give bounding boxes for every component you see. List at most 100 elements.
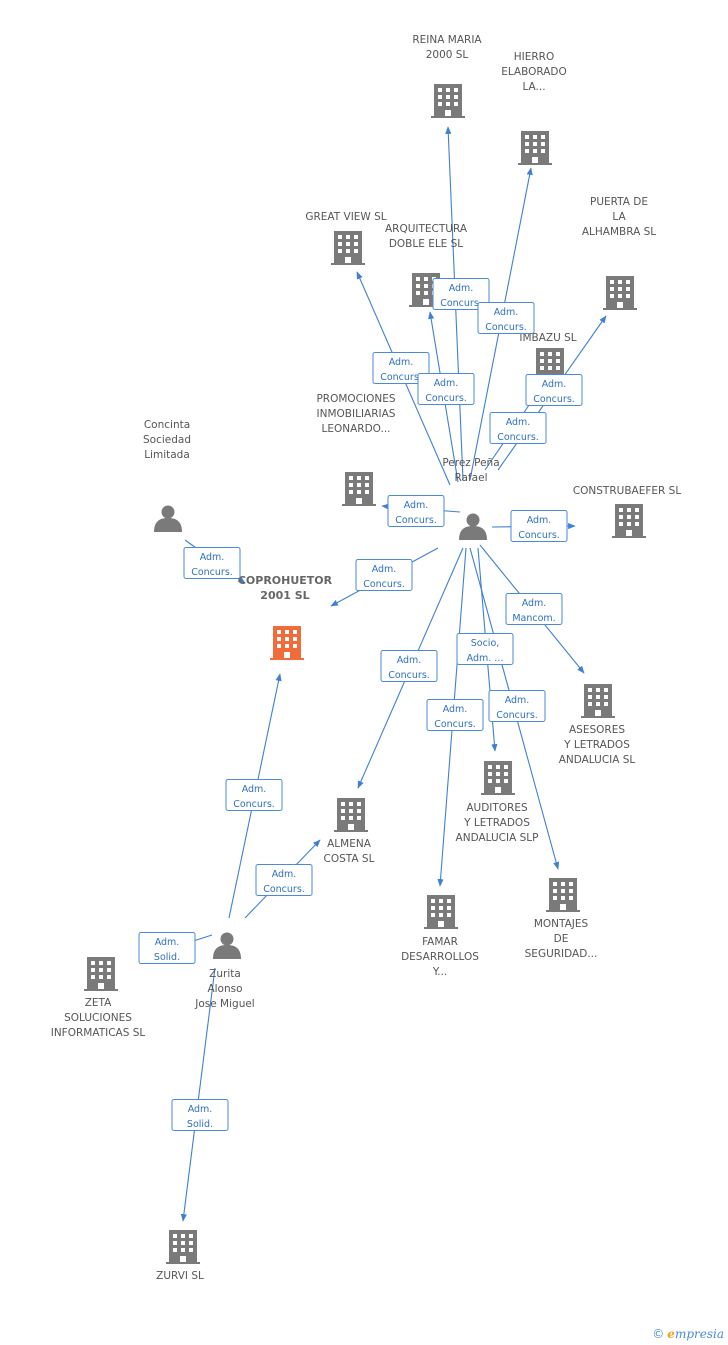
node-label-auditores: ANDALUCIA SLP xyxy=(456,832,539,844)
edge-label-box xyxy=(488,690,546,722)
edge-label-zurita-zurvi[interactable]: Adm.Solid. xyxy=(171,1099,229,1131)
building-icon xyxy=(581,684,615,718)
node-famar[interactable]: FAMARDESARROLLOSY... xyxy=(401,895,479,978)
edge-label-perez-hierro[interactable]: Adm.Concurs. xyxy=(477,302,535,334)
edge-label-text: Concurs. xyxy=(380,372,422,383)
edge-label-text: Concurs. xyxy=(496,710,538,721)
node-label-montajes: MONTAJES xyxy=(534,918,589,930)
edge-label-zurita-zeta[interactable]: Adm. Solid. xyxy=(138,932,196,964)
node-label-puerta: LA xyxy=(612,211,626,223)
edge-label-perez-puerta[interactable]: Adm.Concurs. xyxy=(525,374,583,406)
edge-label-text: Concurs. xyxy=(497,432,539,443)
node-label-hierro: HIERRO xyxy=(514,51,554,63)
edge-label-box xyxy=(477,302,535,334)
edge-label-box xyxy=(432,278,490,310)
person-icon xyxy=(154,505,182,532)
edge-label-box xyxy=(417,373,475,405)
node-label-coprohuetor: COPROHUETOR xyxy=(238,574,333,587)
building-icon xyxy=(612,504,646,538)
node-label-arquitectura: DOBLE ELE SL xyxy=(389,238,463,250)
edge-label-perez-imbazu[interactable]: Adm. Concurs. xyxy=(489,412,547,444)
node-label-perez: Perez Peña xyxy=(442,457,499,469)
edge-label-perez-construbaefer[interactable]: Adm.Concurs. xyxy=(510,510,568,542)
edge-label-text: Adm. xyxy=(434,378,459,389)
edge-label-text: Adm. xyxy=(506,417,531,428)
building-icon xyxy=(424,895,458,929)
edge-label-perez-famar[interactable]: Adm.Concurs. xyxy=(426,699,484,731)
building-icon xyxy=(84,957,118,991)
node-label-famar: Y... xyxy=(432,966,447,978)
edge-label-perez-arquitectura[interactable]: Adm.Concurs. xyxy=(417,373,475,405)
edge-label-text: Adm. xyxy=(200,552,225,563)
edge-label-perez-auditores[interactable]: Socio,Adm. ... xyxy=(456,633,514,665)
node-asesores[interactable]: ASESORES Y LETRADOS ANDALUCIA SL xyxy=(559,684,636,766)
edge-label-text: Concurs. xyxy=(263,884,305,895)
node-label-zeta: ZETA xyxy=(85,997,112,1009)
node-label-asesores: ANDALUCIA SL xyxy=(559,754,636,766)
node-arquitectura[interactable]: ARQUITECTURA DOBLE ELE SL xyxy=(385,223,468,307)
edge-label-perez-reina[interactable]: Adm.Concurs. xyxy=(432,278,490,310)
edge-label-perez-almena[interactable]: Adm.Concurs. xyxy=(380,650,438,682)
building-icon xyxy=(603,276,637,310)
edge-label-zurita-coprohuetor[interactable]: Adm.Concurs. xyxy=(225,779,283,811)
edge-label-text: Solid. xyxy=(154,952,180,963)
edge-label-text: Adm. xyxy=(155,937,180,948)
edge-label-text: Concurs. xyxy=(388,670,430,681)
edge-label-perez-montajes[interactable]: Adm.Concurs. xyxy=(488,690,546,722)
edge-label-box xyxy=(255,864,313,896)
node-label-reina: 2000 SL xyxy=(426,49,469,61)
edge-label-perez-promociones[interactable]: Adm.Concurs. xyxy=(387,495,445,527)
edge-label-text: Adm. xyxy=(404,500,429,511)
node-promociones[interactable]: PROMOCIONESINMOBILIARIASLEONARDO... xyxy=(316,393,396,506)
node-label-asesores: ASESORES xyxy=(569,724,625,736)
node-label-asesores: Y LETRADOS xyxy=(563,739,630,751)
edge-label-text: Mancom. xyxy=(512,613,555,624)
brand-initial: e xyxy=(667,1327,675,1341)
building-icon xyxy=(342,472,376,506)
node-label-hierro: LA... xyxy=(522,81,545,93)
person-icon xyxy=(459,513,487,540)
node-zurvi[interactable]: ZURVI SL xyxy=(156,1230,204,1282)
edge-label-zurita-almena[interactable]: Adm. Concurs. xyxy=(255,864,313,896)
node-label-concinta: Limitada xyxy=(144,449,190,461)
copyright-symbol: © xyxy=(652,1327,665,1341)
edge-label-text: Concurs. xyxy=(485,322,527,333)
node-imbazu[interactable]: IMBAZU SL xyxy=(519,332,577,382)
node-label-greatview: GREAT VIEW SL xyxy=(305,211,386,223)
node-construbaefer[interactable]: CONSTRUBAEFER SL xyxy=(573,485,682,538)
edge-label-text: Adm. xyxy=(188,1104,213,1115)
node-label-famar: FAMAR xyxy=(422,936,458,948)
node-label-zurita: Jose Miguel xyxy=(194,998,254,1010)
building-icon xyxy=(331,231,365,265)
node-label-construbaefer: CONSTRUBAEFER SL xyxy=(573,485,682,497)
node-montajes[interactable]: MONTAJESDESEGURIDAD... xyxy=(525,878,598,960)
node-hierro[interactable]: HIERROELABORADOLA... xyxy=(501,51,567,165)
edge-label-perez-coprohuetor[interactable]: Adm.Concurs. xyxy=(355,559,413,591)
edge-label-text: Adm. xyxy=(443,704,468,715)
edge-label-perez-asesores[interactable]: Adm.Mancom. xyxy=(505,593,563,625)
edge-label-concinta-coprohuetor[interactable]: Adm. Concurs. xyxy=(183,547,241,579)
node-greatview[interactable]: GREAT VIEW SL xyxy=(305,211,387,265)
brand-name: mpresia xyxy=(674,1327,724,1341)
edge-label-box xyxy=(489,412,547,444)
edge-label-perez-greatview[interactable]: Adm.Concurs. xyxy=(372,352,430,384)
edge-label-box xyxy=(510,510,568,542)
edge-label-box xyxy=(525,374,583,406)
node-label-arquitectura: ARQUITECTURA xyxy=(385,223,468,235)
footer-brand: ©empresia xyxy=(652,1327,724,1341)
building-icon xyxy=(166,1230,200,1264)
node-label-promociones: INMOBILIARIAS xyxy=(317,408,396,420)
edge-label-text: Concurs. xyxy=(191,567,233,578)
edge-line-zurita-zurvi xyxy=(180,967,216,1222)
node-label-almena: ALMENA xyxy=(327,838,372,850)
edge-label-text: Adm. xyxy=(272,869,297,880)
